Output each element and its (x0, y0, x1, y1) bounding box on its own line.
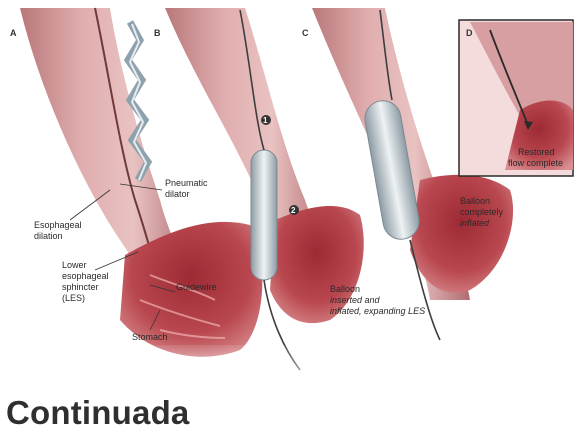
step-number-2: 2 (291, 206, 296, 215)
label-pneumatic-dilator-2: dilator (165, 189, 190, 199)
step-number-1: 1 (263, 116, 268, 125)
label-esophageal-dilation-2: dilation (34, 231, 63, 241)
panel-letter-a: A (10, 28, 17, 38)
label-pneumatic-dilator-1: Pneumatic (165, 178, 208, 188)
label-les-3: sphincter (62, 282, 99, 292)
panel-d-inset (459, 20, 573, 176)
label-balloon-inflated-2: completely (460, 207, 504, 217)
label-balloon-inserted-1: Balloon (330, 284, 360, 294)
label-balloon-inflated-3: inflated (460, 218, 490, 228)
panel-letter-b: B (154, 28, 161, 38)
label-les-1: Lower (62, 260, 87, 270)
label-balloon-inflated-1: Balloon (460, 196, 490, 206)
label-les-2: esophageal (62, 271, 109, 281)
label-restored-flow-2: flow complete (508, 158, 563, 168)
caption-title: Continuada (6, 394, 189, 432)
panel-letter-d: D (466, 28, 473, 38)
label-balloon-inserted-2: inserted and (330, 295, 381, 305)
label-les-4: (LES) (62, 293, 85, 303)
panel-letter-c: C (302, 28, 309, 38)
label-esophageal-dilation-1: Esophageal (34, 220, 82, 230)
label-stomach: Stomach (132, 332, 168, 342)
label-restored-flow-1: Restored (518, 147, 555, 157)
label-guidewire: Guidewire (176, 282, 217, 292)
label-balloon-inserted-3: inflated, expanding LES (330, 306, 425, 316)
